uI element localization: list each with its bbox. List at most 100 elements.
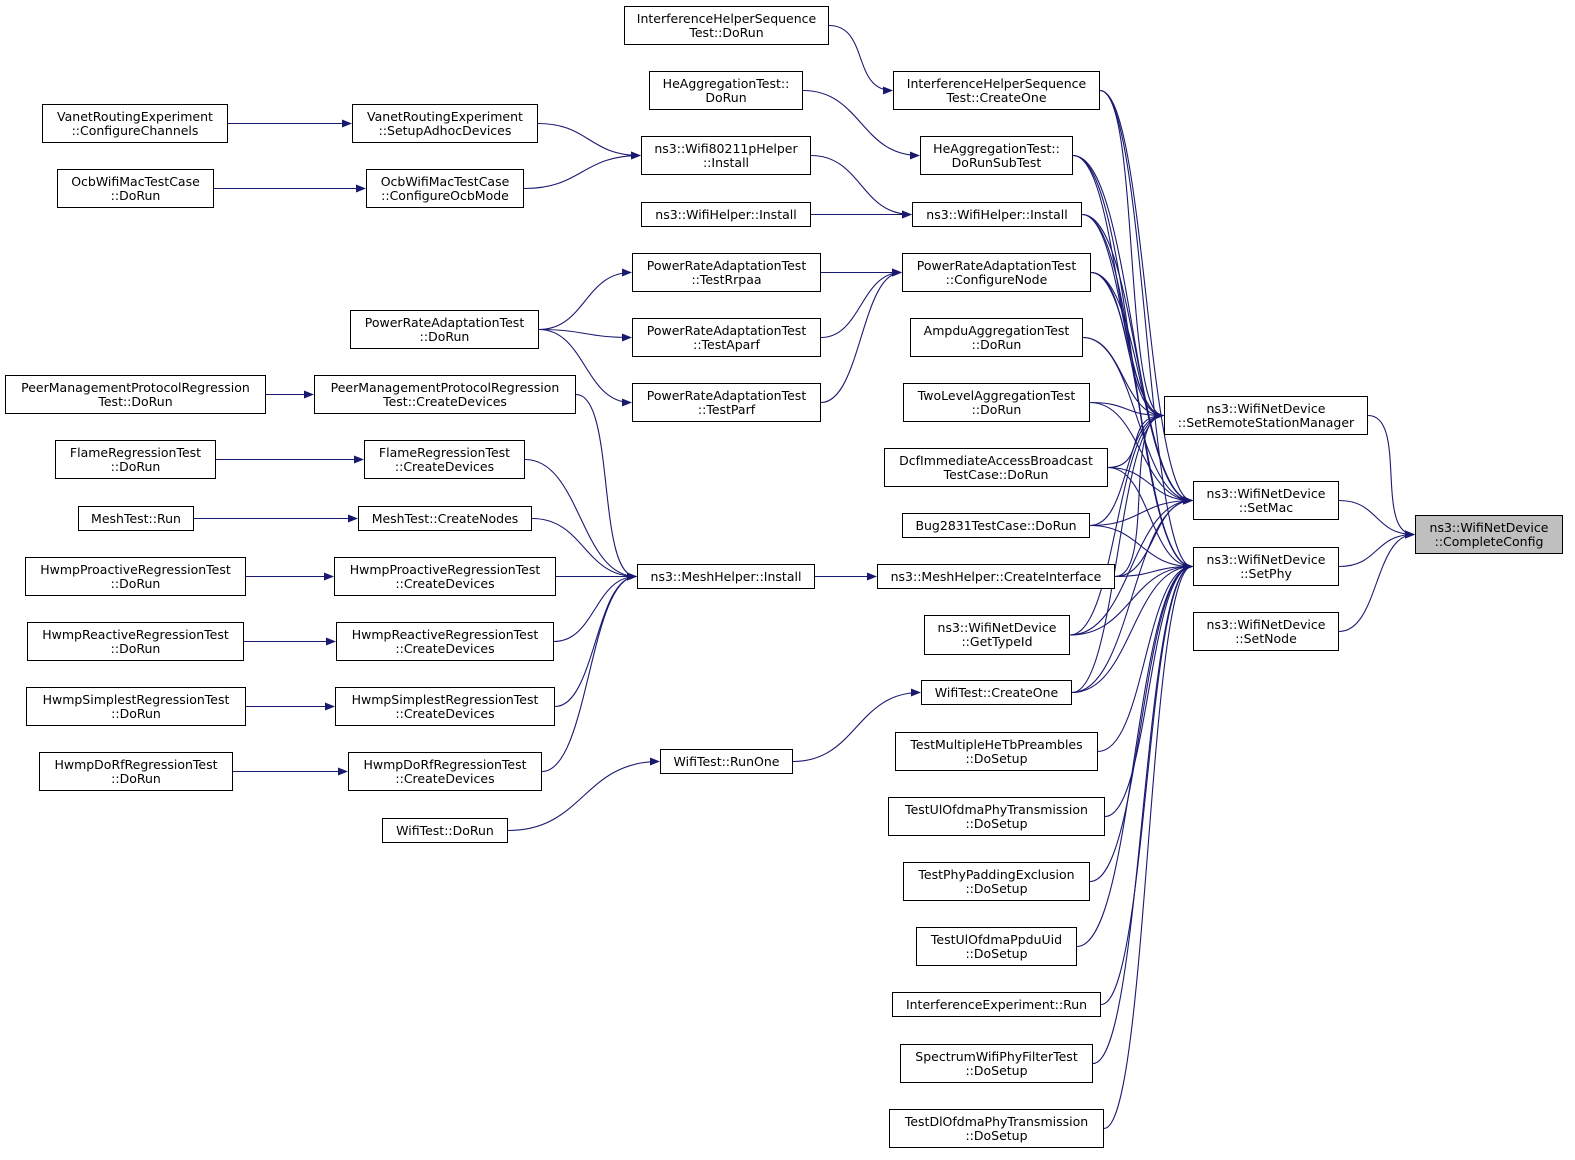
node-label-line: ns3::MeshHelper::CreateInterface <box>890 568 1102 584</box>
node-label-line: ns3::WifiNetDevice <box>1206 485 1326 501</box>
call-edge <box>524 458 637 581</box>
node-heaggregationtest-dorunsubtest[interactable]: HeAggregationTest::DoRunSubTest <box>920 136 1073 175</box>
call-edge <box>1090 271 1193 505</box>
node-label-line: ::TestRrpaa <box>691 271 762 287</box>
node-label-line: ::CreateDevices <box>394 458 495 474</box>
node-label-line: ::DoRun <box>110 458 161 474</box>
node-label-line: HwmpSimplestRegressionTest <box>351 691 539 707</box>
node-hwmpproactiveregressiontest-createdevices[interactable]: HwmpProactiveRegressionTest::CreateDevic… <box>334 557 556 596</box>
node-label-line: ::SetMac <box>1238 499 1294 515</box>
node-label-line: ::SetPhy <box>1240 565 1292 581</box>
node-wifitest-dorun[interactable]: WifiTest::DoRun <box>382 818 508 843</box>
node-hwmpsimplestregressiontest-createdevices[interactable]: HwmpSimplestRegressionTest::CreateDevice… <box>335 687 555 726</box>
node-label-line: ::DoSetup <box>965 1127 1028 1143</box>
node-interferenceexperiment-run[interactable]: InterferenceExperiment::Run <box>892 992 1101 1017</box>
node-wifihelper-install-caller[interactable]: ns3::WifiHelper::Install <box>641 202 811 227</box>
node-meshhelper-install[interactable]: ns3::MeshHelper::Install <box>637 564 815 589</box>
node-hwmpdorfregressiontest-createdevices[interactable]: HwmpDoRfRegressionTest::CreateDevices <box>348 752 542 791</box>
node-wifinetdevice-setremotestationmanager[interactable]: ns3::WifiNetDevice::SetRemoteStationMana… <box>1164 396 1368 435</box>
node-label-line: TestPhyPaddingExclusion <box>918 866 1075 882</box>
node-label-line: DoRun <box>705 89 747 105</box>
node-testmultiplehetbpreambles-dosetup[interactable]: TestMultipleHeTbPreambles::DoSetup <box>895 732 1098 771</box>
call-edge <box>1099 89 1193 505</box>
call-edge <box>1090 271 1193 571</box>
node-label-line: ::DoRun <box>111 770 161 786</box>
call-edge <box>1367 414 1415 539</box>
node-wifinetdevice-gettypeid[interactable]: ns3::WifiNetDevice::GetTypeId <box>924 615 1070 655</box>
node-label-line: ::DoRun <box>110 187 161 203</box>
node-vanetroutingexperiment-setupadhocdevices[interactable]: VanetRoutingExperiment::SetupAdhocDevice… <box>352 104 538 143</box>
node-hwmpproactiveregressiontest-dorun[interactable]: HwmpProactiveRegressionTest::DoRun <box>25 557 246 596</box>
node-label-line: WifiTest::DoRun <box>396 822 494 838</box>
node-testphypaddingexclusion-dosetup[interactable]: TestPhyPaddingExclusion::DoSetup <box>903 862 1090 901</box>
node-label-line: ::DoSetup <box>965 1062 1028 1078</box>
node-wifi80211phelper-install[interactable]: ns3::Wifi80211pHelper::Install <box>641 136 811 175</box>
call-edge <box>1089 401 1193 505</box>
node-label-line: MeshTest::Run <box>91 510 181 526</box>
node-testdlofdmaphytransmission-dosetup[interactable]: TestDlOfdmaPhyTransmission::DoSetup <box>889 1109 1104 1148</box>
node-flameregressiontest-dorun[interactable]: FlameRegressionTest::DoRun <box>55 440 216 479</box>
node-powerrateadaptationtest-configurenode[interactable]: PowerRateAdaptationTest::ConfigureNode <box>902 253 1091 292</box>
call-edge <box>1104 562 1193 818</box>
node-label-line: ::DoSetup <box>965 880 1028 896</box>
node-label-line: TestMultipleHeTbPreambles <box>910 736 1083 752</box>
node-powerrateadaptationtest-dorun[interactable]: PowerRateAdaptationTest::DoRun <box>350 310 539 349</box>
node-label-line: ns3::WifiHelper::Install <box>926 206 1068 222</box>
node-label-line: ns3::WifiHelper::Install <box>655 206 797 222</box>
node-meshhelper-createinterface[interactable]: ns3::MeshHelper::CreateInterface <box>877 564 1115 589</box>
node-powerrateadaptationtest-testparf[interactable]: PowerRateAdaptationTest::TestParf <box>632 383 821 422</box>
node-label-line: TestCase::DoRun <box>943 466 1049 482</box>
node-wifihelper-install[interactable]: ns3::WifiHelper::Install <box>912 202 1082 227</box>
node-label-line: DoRunSubTest <box>951 154 1042 170</box>
node-ocbwifimactestcase-dorun[interactable]: OcbWifiMacTestCase::DoRun <box>57 169 214 208</box>
call-edge <box>575 393 637 581</box>
node-label-line: PeerManagementProtocolRegression <box>330 379 560 395</box>
call-edge <box>1071 411 1164 694</box>
node-ampduaggregationtest-dorun[interactable]: AmpduAggregationTest::DoRun <box>910 318 1083 357</box>
node-wifinetdevice-setmac[interactable]: ns3::WifiNetDevice::SetMac <box>1193 481 1339 520</box>
node-hwmpreactiveregressiontest-dorun[interactable]: HwmpReactiveRegressionTest::DoRun <box>27 622 244 661</box>
node-label-line: ::CompleteConfig <box>1434 533 1544 549</box>
node-heaggregationtest-dorun[interactable]: HeAggregationTest::DoRun <box>649 71 803 110</box>
node-meshtest-createnodes[interactable]: MeshTest::CreateNodes <box>358 506 532 531</box>
node-testulofdmappduuid-dosetup[interactable]: TestUlOfdmaPpduUid::DoSetup <box>916 927 1077 966</box>
node-wifitest-createone[interactable]: WifiTest::CreateOne <box>921 680 1072 705</box>
node-wifinetdevice-setphy[interactable]: ns3::WifiNetDevice::SetPhy <box>1193 547 1339 586</box>
node-testulofdmaphytransmission-dosetup[interactable]: TestUlOfdmaPhyTransmission::DoSetup <box>888 797 1105 836</box>
node-powerrateadaptationtest-testrrpaa[interactable]: PowerRateAdaptationTest::TestRrpaa <box>632 253 821 292</box>
call-edge <box>1089 562 1193 883</box>
call-edge <box>1089 496 1193 527</box>
node-hwmpsimplestregressiontest-dorun[interactable]: HwmpSimplestRegressionTest::DoRun <box>26 687 246 726</box>
node-ocbwifimactestcase-configureocbmode[interactable]: OcbWifiMacTestCase::ConfigureOcbMode <box>366 169 524 208</box>
node-label-line: ns3::Wifi80211pHelper <box>654 140 798 156</box>
node-wifitest-runone[interactable]: WifiTest::RunOne <box>660 749 793 774</box>
node-twolevelaggregationtest-dorun[interactable]: TwoLevelAggregationTest::DoRun <box>903 383 1090 422</box>
node-powerrateadaptationtest-testaparf[interactable]: PowerRateAdaptationTest::TestAparf <box>632 318 821 357</box>
node-meshtest-run[interactable]: MeshTest::Run <box>78 506 194 531</box>
call-edge <box>1107 466 1193 571</box>
node-flameregressiontest-createdevices[interactable]: FlameRegressionTest::CreateDevices <box>364 440 525 479</box>
node-label-line: ::DoRun <box>111 705 161 721</box>
call-edge <box>523 151 641 190</box>
node-hwmpdorfregressiontest-dorun[interactable]: HwmpDoRfRegressionTest::DoRun <box>39 752 233 791</box>
node-vanetroutingexperiment-configurechannels[interactable]: VanetRoutingExperiment::ConfigureChannel… <box>42 104 228 143</box>
node-label-line: ns3::WifiNetDevice <box>1206 551 1326 567</box>
node-label-line: PeerManagementProtocolRegression <box>21 379 250 395</box>
call-edge <box>1069 411 1164 636</box>
call-edge <box>553 572 637 643</box>
node-bug2831testcase-dorun[interactable]: Bug2831TestCase::DoRun <box>902 513 1090 538</box>
call-edge <box>1338 530 1415 633</box>
node-spectrumwifiphyfiltertest-dosetup[interactable]: SpectrumWifiPhyFilterTest::DoSetup <box>900 1044 1093 1083</box>
node-hwmpreactiveregressiontest-createdevices[interactable]: HwmpReactiveRegressionTest::CreateDevice… <box>336 622 554 661</box>
node-label-line: SpectrumWifiPhyFilterTest <box>915 1048 1078 1064</box>
node-wifinetdevice-setnode[interactable]: ns3::WifiNetDevice::SetNode <box>1193 612 1339 651</box>
call-edge <box>1069 496 1193 636</box>
node-label-line: WifiTest::CreateOne <box>934 684 1059 700</box>
node-label-line: InterferenceHelperSequence <box>636 10 817 26</box>
call-edge <box>507 757 660 832</box>
